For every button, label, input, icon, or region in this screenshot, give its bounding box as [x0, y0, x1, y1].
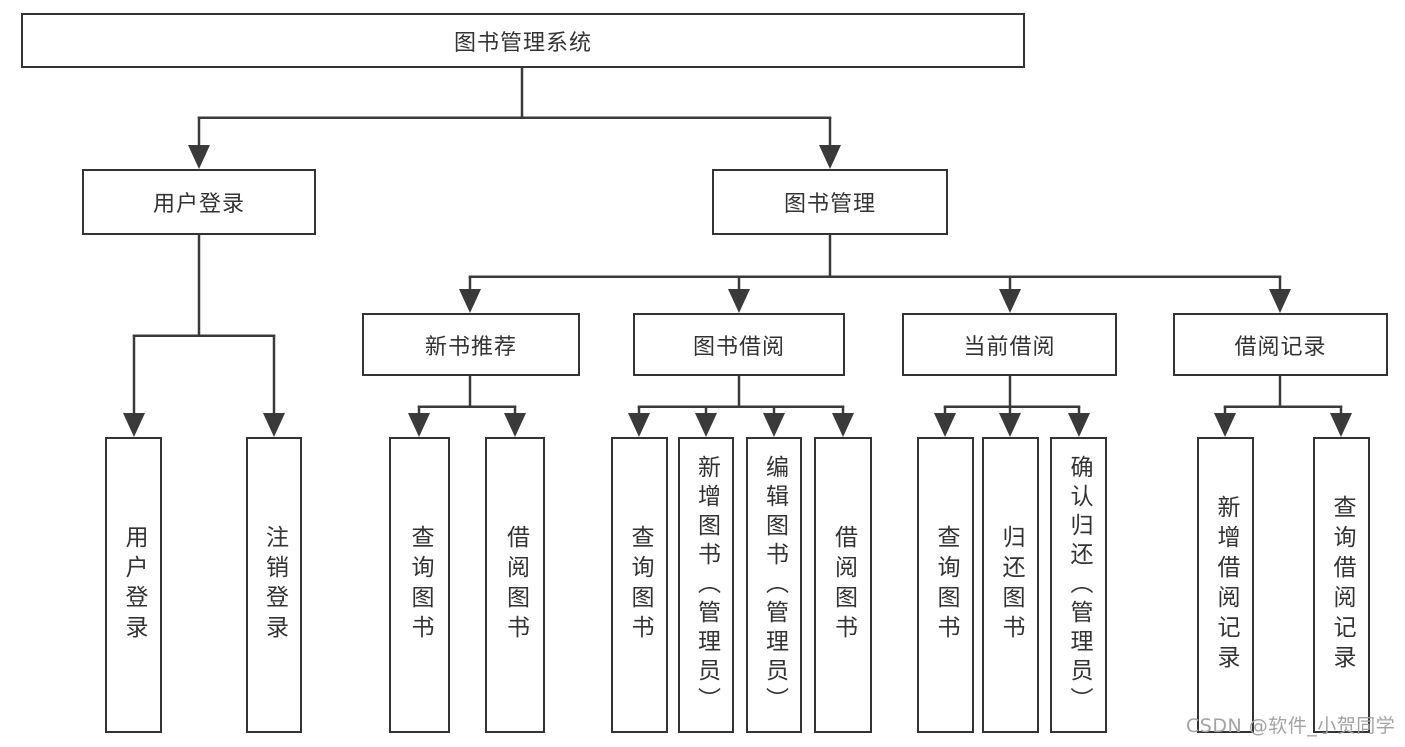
- node-borrow-records-label: 借阅记录: [1234, 334, 1327, 360]
- node-new-book-recommend: 新书推荐: [362, 313, 580, 376]
- node-user-login: 用户登录: [82, 169, 316, 235]
- leaf-edit-book-admin-label: 编辑图书（管理员）: [761, 454, 788, 716]
- leaf-query-book-recommend-label: 查询图书: [407, 525, 433, 645]
- leaf-logout: 注销登录: [246, 437, 302, 733]
- leaf-user-login: 用户登录: [105, 437, 162, 733]
- leaf-add-book-admin-label: 新增图书（管理员）: [693, 454, 720, 716]
- node-borrow-records: 借阅记录: [1173, 313, 1388, 376]
- node-book-borrowing: 图书借阅: [633, 313, 845, 376]
- node-book-management: 图书管理: [712, 169, 948, 235]
- leaf-add-borrow-record-label: 新增借阅记录: [1213, 495, 1239, 675]
- node-new-book-recommend-label: 新书推荐: [424, 334, 517, 360]
- leaf-query-book-current-label: 查询图书: [933, 525, 959, 645]
- leaf-confirm-return-admin: 确认归还（管理员）: [1050, 437, 1107, 733]
- node-current-borrowing: 当前借阅: [902, 313, 1117, 376]
- leaf-confirm-return-admin-label: 确认归还（管理员）: [1066, 454, 1092, 716]
- leaf-borrow-book-recommend: 借阅图书: [485, 437, 545, 733]
- leaf-return-book-label: 归还图书: [998, 525, 1024, 645]
- leaf-borrow-book: 借阅图书: [814, 437, 872, 733]
- leaf-edit-book-admin: 编辑图书（管理员）: [746, 437, 802, 733]
- csdn-watermark: CSDN @软件_小贺同学: [1186, 715, 1396, 737]
- leaf-return-book: 归还图书: [982, 437, 1039, 733]
- leaf-query-book-current: 查询图书: [917, 437, 974, 733]
- leaf-add-borrow-record: 新增借阅记录: [1197, 437, 1254, 733]
- leaf-query-book-borrowing-label: 查询图书: [627, 525, 653, 645]
- leaf-add-book-admin: 新增图书（管理员）: [678, 437, 734, 733]
- node-system-root: 图书管理系统: [21, 13, 1025, 68]
- node-book-borrowing-label: 图书借阅: [692, 334, 785, 360]
- node-book-management-label: 图书管理: [783, 192, 876, 217]
- leaf-borrow-book-recommend-label: 借阅图书: [502, 525, 529, 645]
- leaf-query-borrow-record-label: 查询借阅记录: [1329, 495, 1355, 675]
- node-current-borrowing-label: 当前借阅: [963, 334, 1056, 360]
- leaf-logout-label: 注销登录: [261, 525, 288, 645]
- leaf-borrow-book-label: 借阅图书: [830, 525, 857, 645]
- leaf-query-book-borrowing: 查询图书: [611, 437, 668, 733]
- node-user-login-label: 用户登录: [152, 192, 245, 217]
- leaf-user-login-label: 用户登录: [121, 525, 147, 645]
- node-system-root-label: 图书管理系统: [453, 30, 592, 56]
- leaf-query-book-recommend: 查询图书: [389, 437, 450, 733]
- leaf-query-borrow-record: 查询借阅记录: [1313, 437, 1370, 733]
